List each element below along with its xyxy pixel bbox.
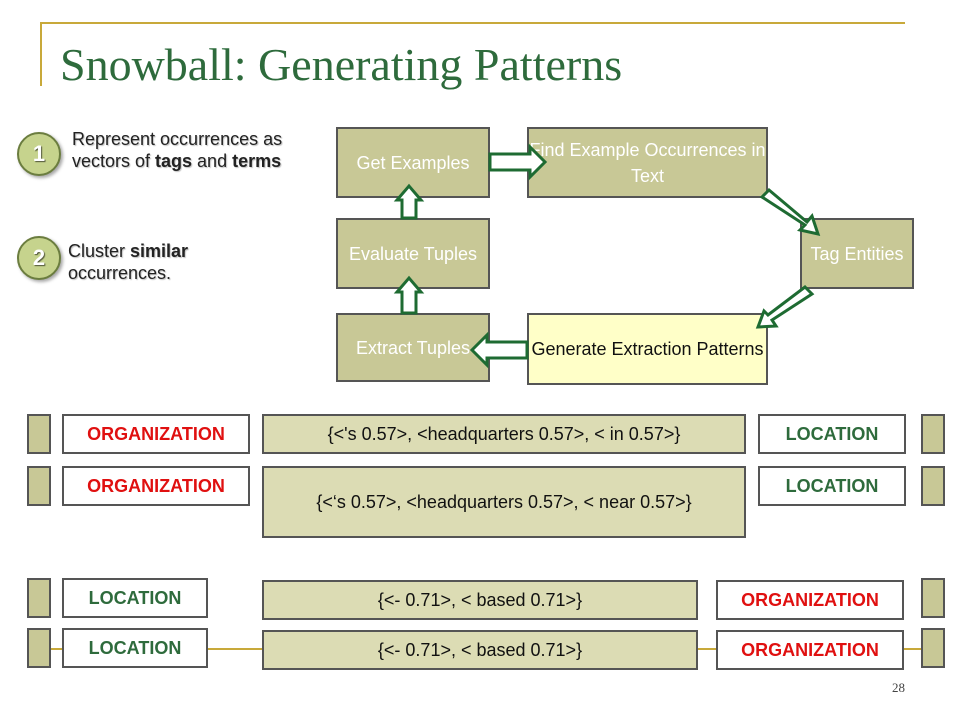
pattern-stub-left [27, 628, 51, 668]
pattern-1-vector: {<'s 0.57>, <headquarters 0.57>, < in 0.… [262, 414, 746, 454]
pattern-4-vector: {<- 0.71>, < based 0.71>} [262, 630, 698, 670]
find-occurrences-box: Find Example Occurrences in Text [527, 127, 768, 198]
step-1-badge: 1 [17, 132, 61, 176]
pattern-2-left-entity: ORGANIZATION [62, 466, 250, 506]
tag-entities-box: Tag Entities [800, 218, 914, 289]
pattern-4-right-entity: ORGANIZATION [716, 630, 904, 670]
pattern-stub-right [921, 628, 945, 668]
page-title: Snowball: Generating Patterns [60, 39, 623, 90]
pattern-stub-right [921, 466, 945, 506]
arrow-diagonal-icon [759, 187, 821, 237]
pattern-4-left-entity: LOCATION [62, 628, 208, 668]
step-2-text: Cluster similar occurrences. [68, 241, 189, 283]
generate-patterns-box: Generate Extraction Patterns [527, 313, 768, 385]
arrow-left-icon [469, 331, 529, 369]
pattern-stub-left [27, 466, 51, 506]
evaluate-tuples-box: Evaluate Tuples [336, 218, 490, 289]
pattern-stub-right [921, 578, 945, 618]
arrow-up-icon [393, 275, 425, 315]
step-1-text: Represent occurrences as vectors of tags… [72, 129, 283, 171]
arrow-diagonal-icon [755, 285, 815, 329]
pattern-3-vector: {<- 0.71>, < based 0.71>} [262, 580, 698, 620]
pattern-2-vector: {<‘s 0.57>, <headquarters 0.57>, < near … [262, 466, 746, 538]
frame-top-line [40, 22, 905, 24]
arrow-right-icon [488, 143, 548, 181]
page-number: 28 [892, 680, 905, 695]
step-2-badge: 2 [17, 236, 61, 280]
arrow-up-icon [393, 183, 425, 220]
pattern-stub-right [921, 414, 945, 454]
pattern-1-left-entity: ORGANIZATION [62, 414, 250, 454]
pattern-3-right-entity: ORGANIZATION [716, 580, 904, 620]
pattern-1-right-entity: LOCATION [758, 414, 906, 454]
pattern-stub-left [27, 578, 51, 618]
pattern-3-left-entity: LOCATION [62, 578, 208, 618]
get-examples-box: Get Examples [336, 127, 490, 198]
frame-left-line [40, 22, 42, 86]
pattern-2-right-entity: LOCATION [758, 466, 906, 506]
extract-tuples-box: Extract Tuples [336, 313, 490, 382]
pattern-stub-left [27, 414, 51, 454]
